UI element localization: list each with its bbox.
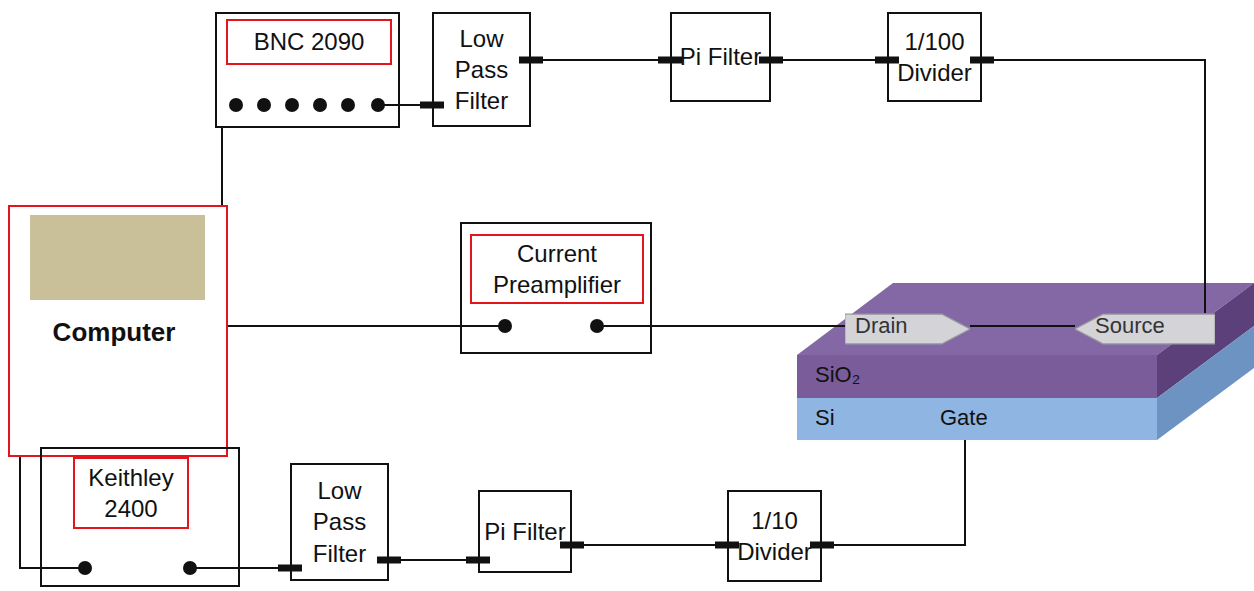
wire-line	[771, 59, 887, 61]
oxide-layer: SiO₂	[797, 355, 1157, 398]
wire	[970, 326, 1075, 327]
wire-line	[389, 559, 478, 561]
wire	[377, 560, 490, 561]
wire	[759, 60, 899, 61]
wire	[560, 545, 739, 546]
wire	[222, 128, 223, 205]
source-pad: Source	[1075, 313, 1215, 345]
node-label: SiO₂	[815, 362, 860, 388]
filter-box: Pi Filter	[478, 490, 572, 573]
node-label: Computer	[24, 315, 204, 351]
node-label: Source	[1095, 313, 1165, 339]
wire	[519, 60, 682, 61]
connector-plug	[377, 557, 401, 564]
filter-box: Pi Filter	[670, 12, 771, 102]
wire	[400, 105, 444, 106]
node-label: Low Pass Filter	[434, 23, 529, 117]
wire	[228, 326, 460, 327]
monitor-screen	[30, 215, 205, 300]
drain-pad: Drain	[845, 313, 970, 345]
node-label: Current Preamplifier	[470, 234, 644, 304]
connector-plug	[519, 57, 543, 64]
wire	[810, 440, 965, 545]
node-label: 1/100 Divider	[889, 26, 980, 88]
wire-line	[652, 325, 845, 327]
node-label: Low Pass Filter	[292, 475, 387, 569]
wire	[652, 326, 845, 327]
node-label: Pi Filter	[672, 41, 769, 72]
wire-line	[982, 60, 1205, 313]
wire	[20, 457, 40, 568]
divider-box: 1/10 Divider	[727, 490, 822, 582]
node-label: 1/10 Divider	[729, 505, 820, 567]
wire-line	[822, 440, 965, 545]
wire-line	[970, 325, 1075, 327]
preamplifier-box: Current Preamplifier	[460, 222, 652, 354]
wire	[970, 60, 1205, 313]
wire-line	[572, 544, 727, 546]
divider-box: 1/100 Divider	[887, 12, 982, 102]
connector-plug	[810, 542, 834, 549]
wire-line	[221, 128, 223, 205]
daq-box: BNC 2090	[215, 12, 400, 128]
chip-top-face	[797, 283, 1254, 355]
connector-plug	[759, 57, 783, 64]
connector-plug	[970, 57, 994, 64]
wire	[240, 568, 302, 569]
node-label: Gate	[940, 405, 988, 431]
sourcemeter-box: Keithley 2400	[40, 447, 240, 587]
wire-line	[228, 325, 460, 327]
node-label: BNC 2090	[226, 19, 392, 65]
computer-box: Computer	[8, 205, 228, 457]
node-label: Drain	[855, 313, 908, 339]
filter-box: Low Pass Filter	[290, 463, 389, 581]
node-label: Pi Filter	[480, 516, 570, 547]
silicon-layer: Si Gate	[797, 398, 1157, 440]
node-label: Si	[815, 405, 835, 431]
wire-line	[20, 457, 40, 568]
filter-box: Low Pass Filter	[432, 12, 531, 127]
wire-line	[531, 59, 670, 61]
node-label: Keithley 2400	[73, 457, 189, 529]
